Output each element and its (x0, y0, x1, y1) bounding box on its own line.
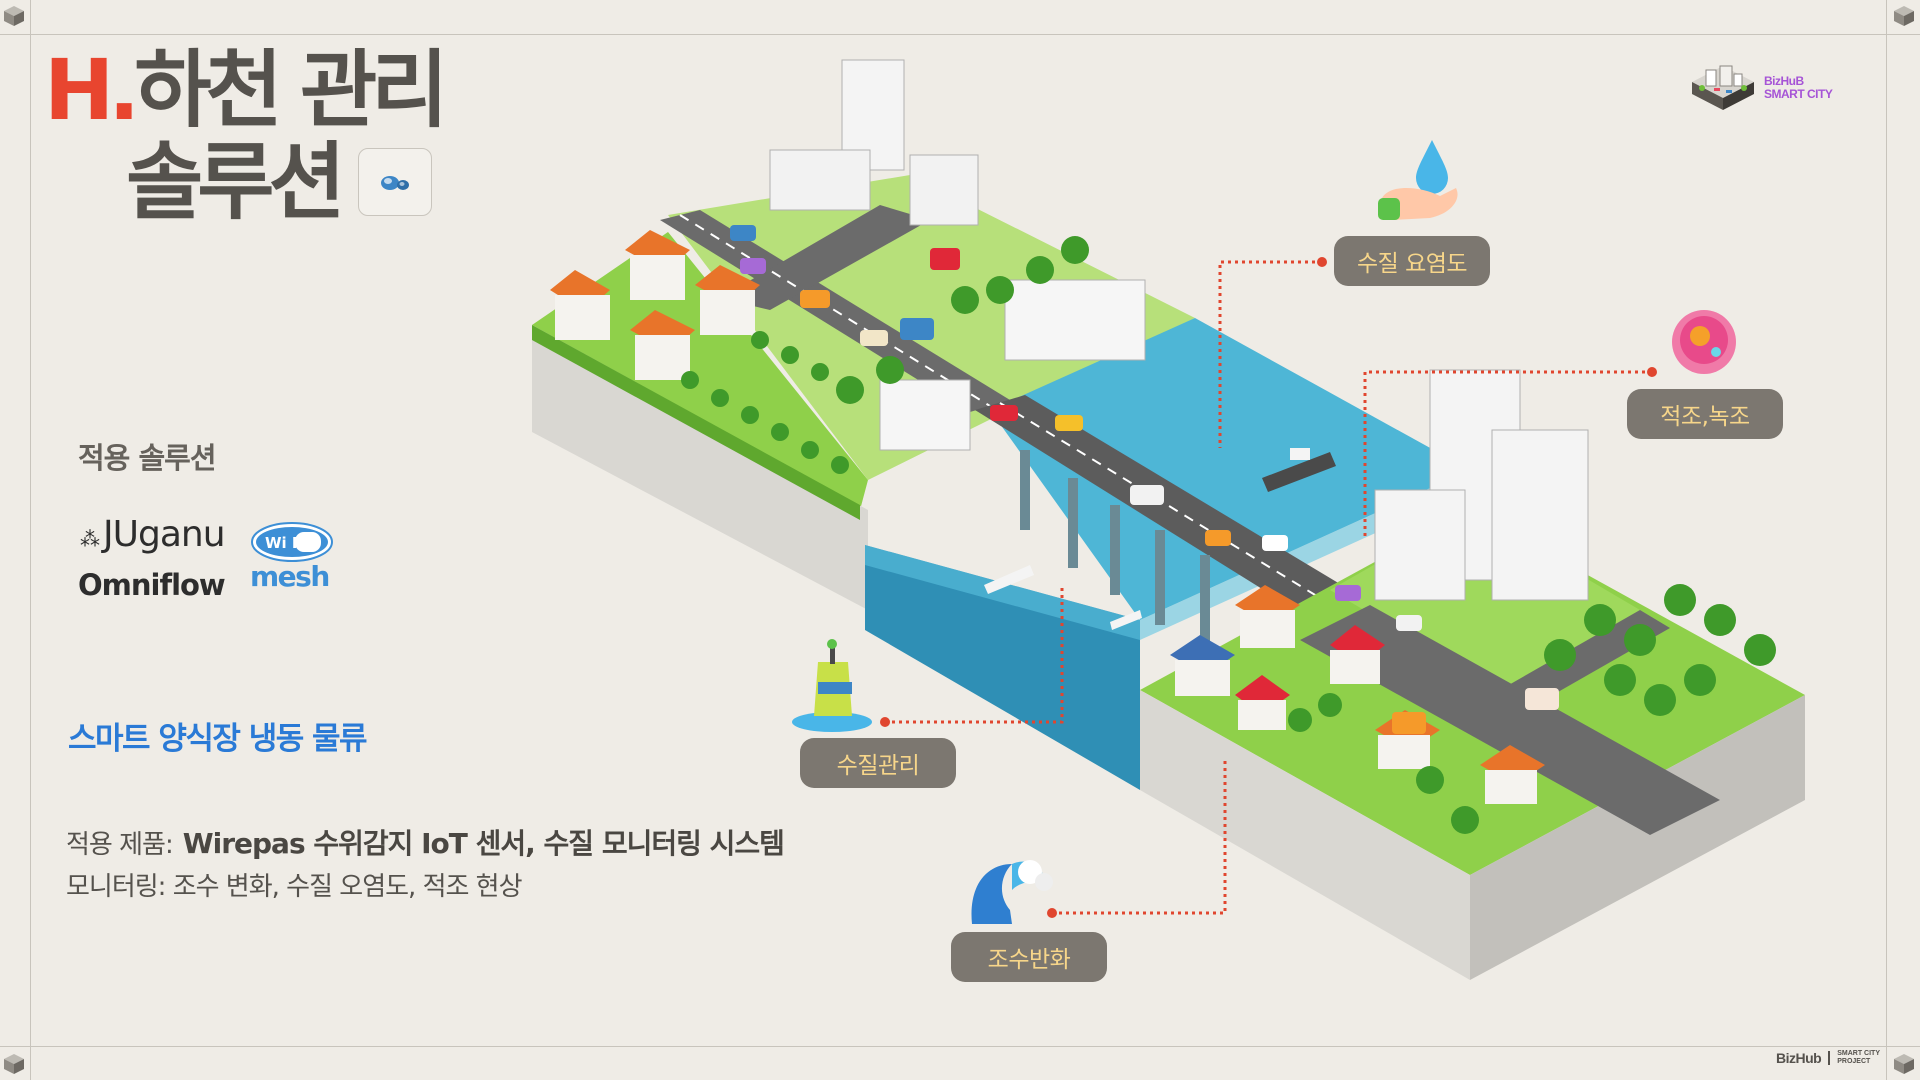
buildings (769, 59, 1589, 601)
callout-water-pollution: 수질 요염도 (1334, 236, 1490, 286)
cube-corner-icon (4, 1054, 24, 1074)
footer-separator (1828, 1051, 1831, 1065)
houses (550, 230, 1545, 804)
monitoring-text: 모니터링: 조수 변화, 수질 오염도, 적조 현상 (66, 872, 523, 902)
juganu-text: JUganu (103, 514, 226, 555)
frame-left-line (30, 0, 31, 1080)
wifi-text: Wi Fi (265, 534, 307, 552)
title-line-2: 솔루션 (44, 136, 443, 228)
applied-solutions-label: 적용 솔루션 (78, 441, 216, 475)
juganu-mark-icon: ⁂ (80, 527, 100, 551)
omniflow-logo: Omniflow (78, 568, 226, 602)
callout-water-management: 수질관리 (800, 738, 956, 788)
mesh-logo: mesh (250, 560, 330, 593)
products-label: 적용 제품: (66, 830, 174, 860)
callout-red-green-tide: 적조,녹조 (1627, 389, 1783, 439)
frame-top-line (0, 34, 1920, 35)
footer-subtitle: SMART CITY PROJECT (1837, 1050, 1880, 1066)
bridge (975, 395, 1375, 645)
cube-corner-icon (1894, 1054, 1914, 1074)
water-drop-hand-icon (1378, 140, 1458, 220)
footer-brand-name: BizHub (1776, 1050, 1822, 1066)
wifi-logo: Wi Fi (251, 522, 333, 562)
city-block-icon (1692, 65, 1754, 110)
callout-connectors (885, 260, 1652, 915)
bizhub-logo: BizHuB SMART CITY (1688, 58, 1833, 118)
river-bubble-icon (357, 148, 432, 216)
cube-corner-icon (1894, 6, 1914, 26)
buoy-icon (792, 639, 872, 732)
logo-line-2: SMART CITY (1764, 87, 1833, 101)
callout-tide-change: 조수반화 (951, 932, 1107, 982)
wave-icon (971, 860, 1053, 924)
products-value: Wirepas 수위감지 IoT 센서, 수질 모니터링 시스템 (182, 827, 785, 860)
cell-icon (1672, 310, 1736, 374)
applied-products: 적용 제품: Wirepas 수위감지 IoT 센서, 수질 모니터링 시스템 (66, 822, 785, 862)
title-sub: 솔루션 (126, 133, 346, 231)
connector-dot (1047, 908, 1057, 918)
frame-right-line (1886, 0, 1887, 1080)
connector-dot (1647, 367, 1657, 377)
page-title: H.하천 관리 솔루션 (44, 41, 449, 228)
logo-line-1: BizHuB (1764, 74, 1804, 88)
vehicles (730, 225, 1559, 734)
connector-dot (880, 717, 890, 727)
title-prefix: H. (44, 41, 140, 139)
cube-corner-icon (4, 6, 24, 26)
footer-brand: BizHub SMART CITY PROJECT (1776, 1050, 1880, 1066)
footer-sub-line-1: SMART CITY (1837, 1050, 1880, 1057)
connector-dot (1317, 257, 1327, 267)
trees (681, 236, 1776, 834)
title-main: 하천 관리 (134, 41, 448, 139)
footer-sub-line-2: PROJECT (1837, 1058, 1871, 1065)
frame-bottom-line (0, 1046, 1920, 1047)
solution-heading: 스마트 양식장 냉동 물류 (68, 721, 368, 757)
juganu-logo: ⁂JUganu (80, 514, 226, 555)
title-line-1: H.하천 관리 (44, 41, 449, 139)
boats (984, 448, 1336, 630)
